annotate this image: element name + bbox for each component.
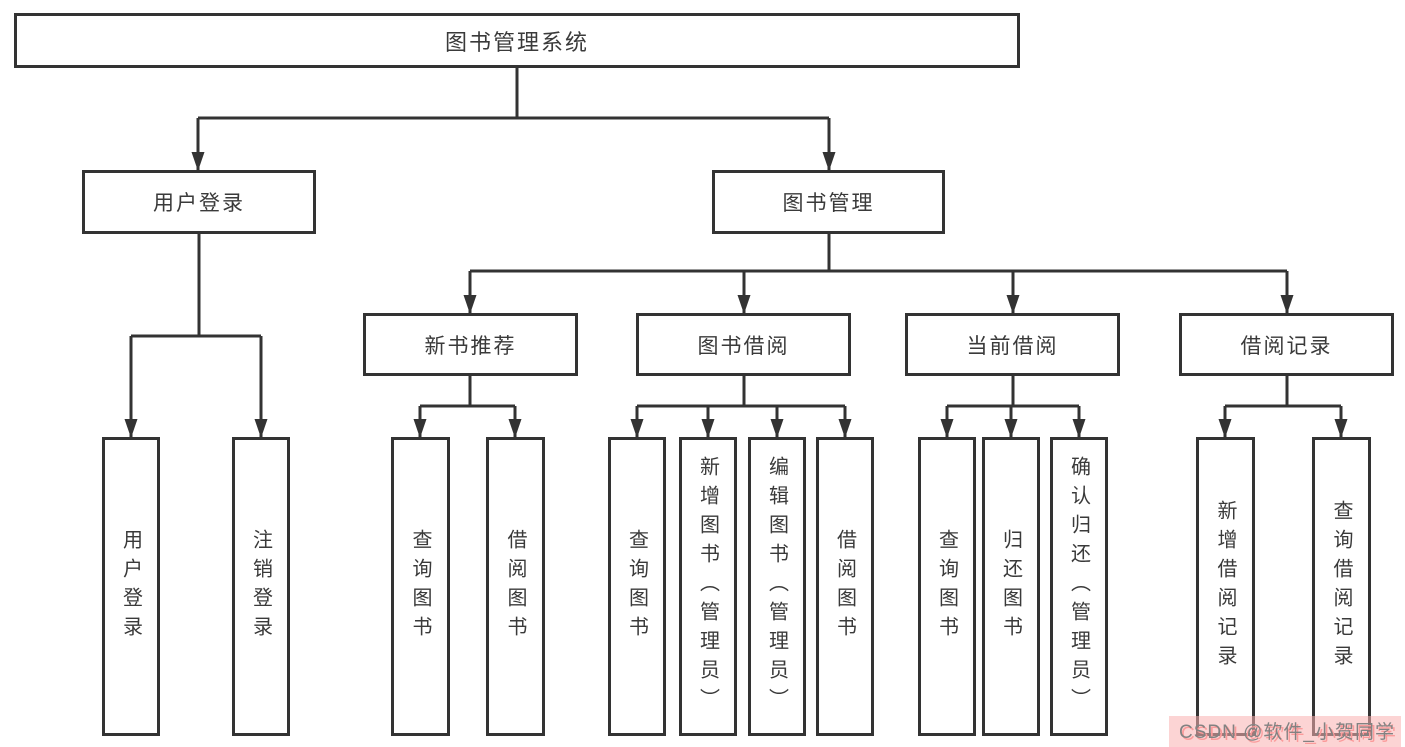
leaf-return-book: 归还图书: [982, 437, 1040, 736]
leaf-add-borrow-record: 新增借阅记录: [1196, 437, 1255, 736]
node-book-borrow: 图书借阅: [636, 313, 851, 376]
leaf-query-borrow-record: 查询借阅记录: [1312, 437, 1371, 736]
leaf-borrow-books-recommend: 借阅图书: [486, 437, 545, 736]
leaf-edit-book-admin: 编辑图书（管理员）: [748, 437, 806, 736]
node-root: 图书管理系统: [14, 13, 1020, 68]
csdn-watermark: CSDN @软件_小贺同学: [1169, 716, 1401, 747]
leaf-confirm-return-admin: 确认归还（管理员）: [1050, 437, 1108, 736]
leaf-borrow-books: 借阅图书: [816, 437, 874, 736]
leaf-query-books-borrow: 查询图书: [608, 437, 666, 736]
leaf-logout: 注销登录: [232, 437, 290, 736]
node-new-book-recommend: 新书推荐: [363, 313, 578, 376]
leaf-query-books-current: 查询图书: [918, 437, 976, 736]
node-book-management: 图书管理: [712, 170, 945, 234]
leaf-add-book-admin: 新增图书（管理员）: [679, 437, 737, 736]
node-borrow-records: 借阅记录: [1179, 313, 1394, 376]
leaf-query-books-recommend: 查询图书: [391, 437, 450, 736]
leaf-user-login: 用户登录: [102, 437, 160, 736]
node-current-borrow: 当前借阅: [905, 313, 1120, 376]
node-user-login: 用户登录: [82, 170, 316, 234]
